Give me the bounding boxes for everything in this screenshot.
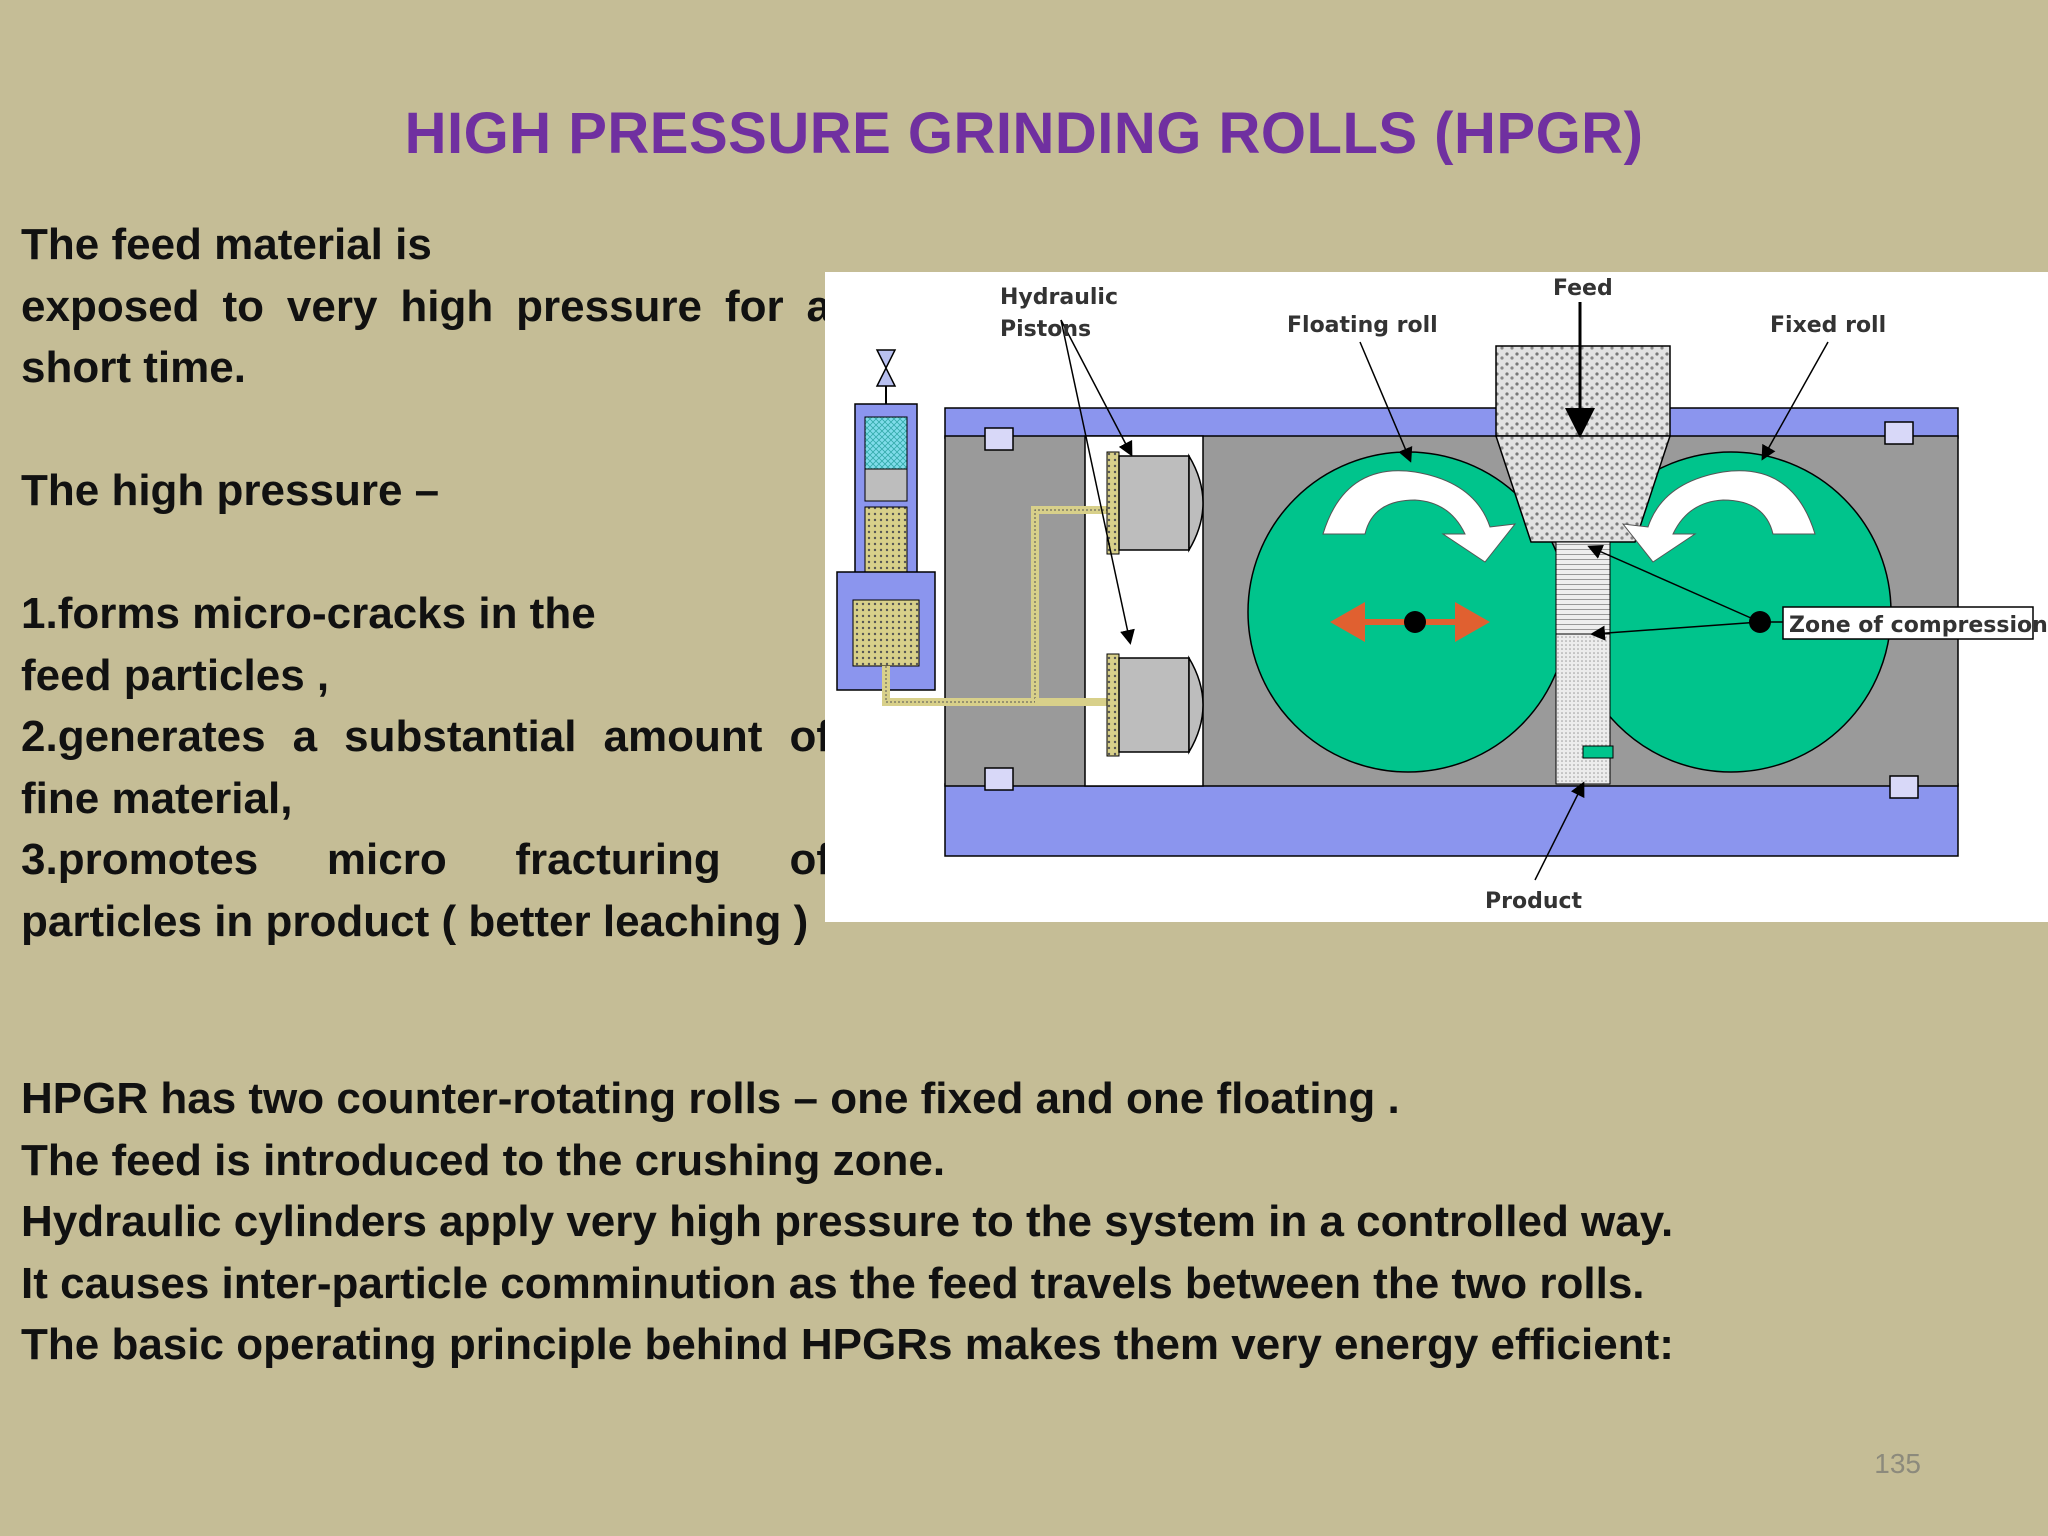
move-left-arrow-icon [1330, 602, 1365, 642]
label-zone-of-compression: Zone of compression [1789, 613, 2048, 638]
intro-line: exposed to very high pressure for a [21, 281, 831, 331]
label-feed: Feed [1553, 276, 1613, 301]
summary-line: The feed is introduced to the crushing z… [21, 1135, 946, 1185]
bolt-icon [1889, 775, 1919, 799]
top-frame-bar [944, 407, 1959, 439]
label-product: Product [1485, 889, 1583, 914]
product-discharge [1555, 633, 1611, 785]
summary-line: Hydraulic cylinders apply very high pres… [21, 1197, 1674, 1246]
intro-line: The feed material is [21, 220, 432, 269]
label-floating-roll: Floating roll [1287, 313, 1438, 338]
summary-line: It causes inter-particle comminution as … [21, 1258, 1645, 1308]
hydraulic-piston-upper [1106, 451, 1204, 555]
bottom-frame-bar [944, 783, 1959, 857]
hydraulic-piston-lower [1106, 653, 1204, 757]
label-hydraulic-pistons: Hydraulic [1000, 285, 1118, 310]
intro-line: The high pressure – [21, 466, 440, 515]
zone-label-box [1782, 606, 2034, 640]
bolt-icon [984, 767, 1014, 791]
slide-title: HIGH PRESSURE GRINDING ROLLS (HPGR) [404, 101, 1644, 166]
hpgr-diagram: Hydraulic Pistons Feed Floating roll Fix… [825, 272, 2048, 922]
hydraulic-valve-icon [875, 349, 897, 387]
list-item-3-cont: particles in product ( better leaching ) [21, 896, 809, 946]
roll-axle [1404, 611, 1426, 633]
rotation-arrow-icon [1621, 470, 1816, 563]
list-item-1-cont: feed particles , [21, 650, 330, 700]
bolt-icon [984, 427, 1014, 451]
move-right-arrow-icon [1455, 602, 1490, 642]
intro-text-block: The feed material is exposed to very hig… [21, 214, 831, 952]
intro-line: short time. [21, 343, 246, 392]
list-item-2: 2.generates a substantial amount of [21, 712, 831, 761]
product-flake [1582, 745, 1614, 759]
feed-hopper [1495, 345, 1671, 437]
bolt-icon [1884, 421, 1914, 445]
list-item-2-cont: fine material, [21, 773, 293, 823]
list-item-3: 3.promotes micro fracturing of [21, 835, 831, 884]
rotation-arrow-icon [1322, 470, 1517, 563]
label-hydraulic-pistons: Pistons [1000, 317, 1091, 342]
summary-text-block: HPGR has two counter-rotating rolls – on… [21, 1068, 1921, 1376]
summary-line: HPGR has two counter-rotating rolls – on… [21, 1074, 1400, 1123]
list-item-1: 1.forms micro-cracks in the [21, 589, 596, 638]
summary-line: The basic operating principle behind HPG… [21, 1320, 1674, 1369]
compression-zone [1555, 541, 1611, 635]
label-fixed-roll: Fixed roll [1770, 313, 1886, 338]
feed-funnel [1494, 435, 1672, 543]
page-number: 135 [1874, 1448, 1921, 1479]
